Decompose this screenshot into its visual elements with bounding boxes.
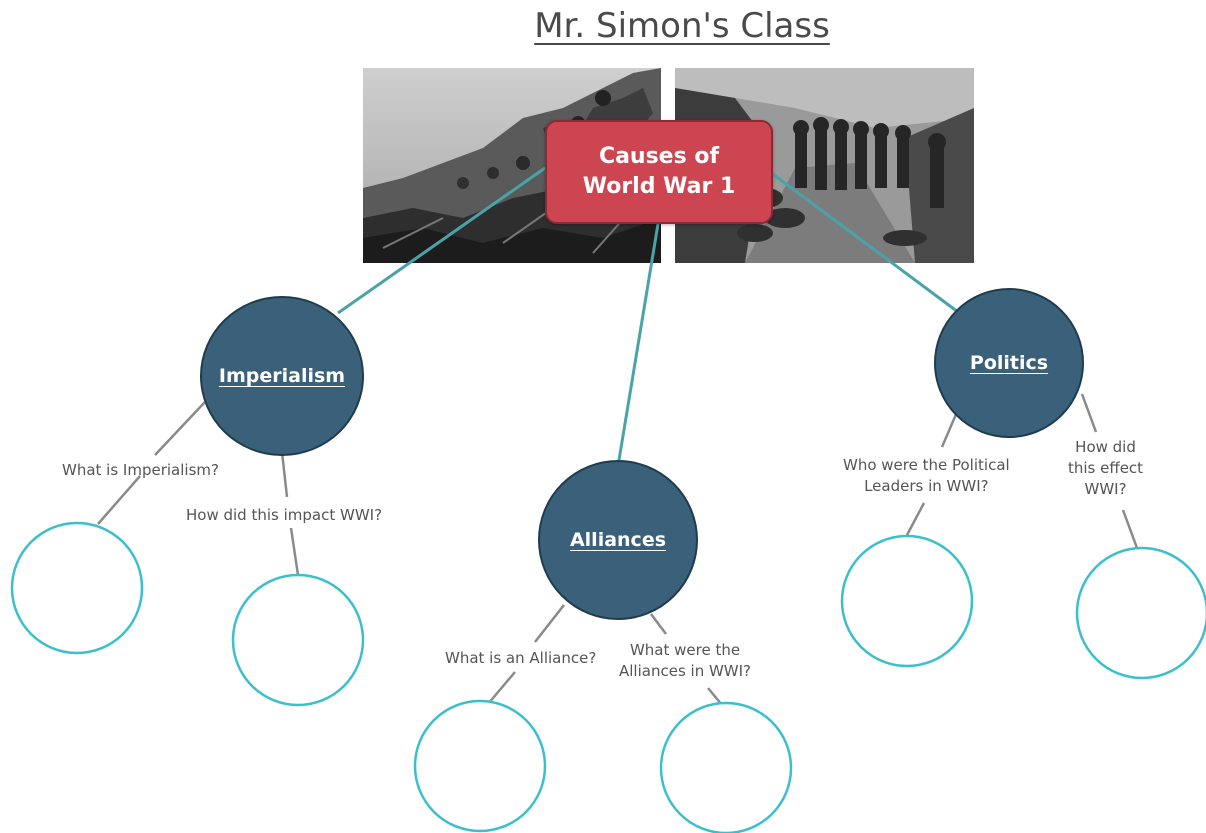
connector-politics <box>769 170 959 314</box>
question-effect-line2: this effect <box>1068 459 1144 477</box>
question-alliances-line1: What were the <box>629 641 741 659</box>
topic-imperialism[interactable]: Imperialism <box>200 296 364 456</box>
question-what-is-alliance: What is an Alliance? <box>445 649 597 667</box>
topic-alliances[interactable]: Alliances <box>538 460 698 620</box>
question-alliances-in-wwi: What were the Alliances in WWI? <box>619 640 751 682</box>
question-alliances-line2: Alliances in WWI? <box>619 662 752 680</box>
answer-circle <box>231 573 365 707</box>
connector-alliances <box>617 223 660 461</box>
question-effect-line3: WWI? <box>1084 480 1127 498</box>
answer-circle <box>659 701 793 833</box>
connector-imperialism <box>337 166 546 315</box>
question-what-is-imperialism: What is Imperialism? <box>62 461 219 479</box>
question-political-line1: Who were the Political <box>843 456 1010 474</box>
question-political-leaders: Who were the Political Leaders in WWI? <box>843 455 1010 497</box>
central-topic-node[interactable]: Causes of World War 1 <box>545 120 773 224</box>
page-title: Mr. Simon's Class <box>534 6 830 46</box>
answer-circle <box>1075 546 1206 680</box>
answer-circle <box>10 521 144 655</box>
central-topic-line2: World War 1 <box>582 174 736 199</box>
answer-circle <box>840 534 974 668</box>
answer-circle <box>413 699 547 833</box>
central-topic-line1: Causes of <box>598 144 720 169</box>
topic-politics[interactable]: Politics <box>934 288 1084 438</box>
question-politics-effect: How did this effect WWI? <box>1068 437 1143 500</box>
question-effect-line1: How did <box>1075 438 1136 456</box>
question-political-line2: Leaders in WWI? <box>864 477 989 495</box>
question-imperialism-impact: How did this impact WWI? <box>186 506 383 524</box>
